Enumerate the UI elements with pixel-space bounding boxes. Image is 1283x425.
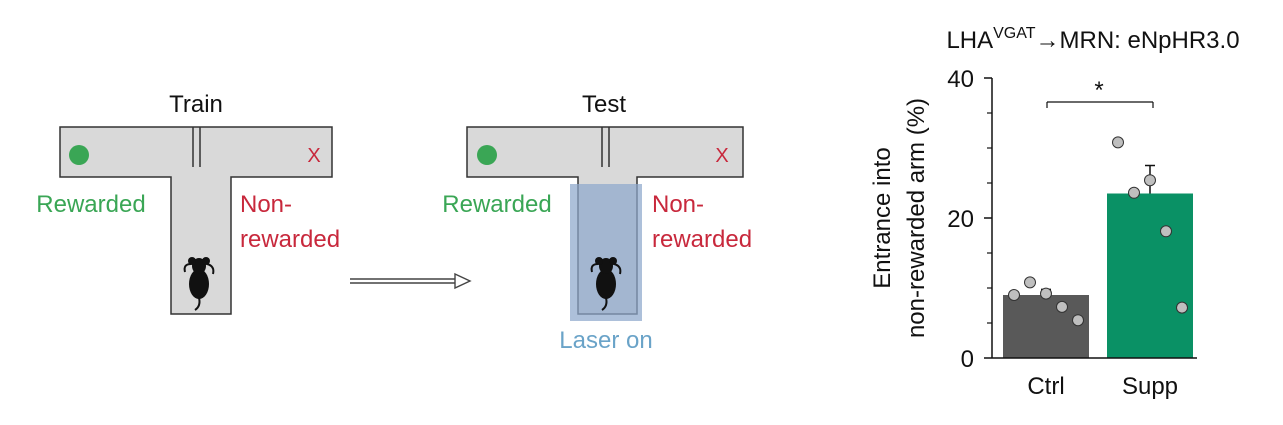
data-point-supp <box>1112 136 1124 149</box>
test-reward-dot <box>477 145 497 165</box>
bar-ctrl <box>1003 295 1089 358</box>
bar-chart: LHAVGAT→MRN: eNpHR3.0 Entrance into non-… <box>869 25 1240 400</box>
data-point-ctrl <box>1008 289 1020 301</box>
chart-title: LHAVGAT→MRN: eNpHR3.0 <box>946 25 1239 54</box>
y-tick-label: 40 <box>947 66 974 93</box>
data-point-supp <box>1144 174 1156 187</box>
data-point-supp <box>1176 301 1188 314</box>
data-point-ctrl <box>1072 314 1084 327</box>
y-tick-label: 0 <box>961 346 974 373</box>
test-nonrewarded-label-1: Non- <box>652 191 704 218</box>
data-point-ctrl <box>1024 276 1036 289</box>
x-category-label: Ctrl <box>1027 373 1064 400</box>
data-point-ctrl <box>1040 287 1052 300</box>
train-title: Train <box>169 91 223 118</box>
y-axis-label-line2: non-rewarded arm (%) <box>903 98 930 338</box>
y-tick-label: 20 <box>947 206 974 233</box>
train-panel: Train X Rewarded Non- rewarded <box>36 91 340 315</box>
train-nonrewarded-label-1: Non- <box>240 191 292 218</box>
train-rewarded-label: Rewarded <box>36 191 145 218</box>
test-rewarded-label: Rewarded <box>442 191 551 218</box>
train-x-mark: X <box>307 145 320 167</box>
test-title: Test <box>582 91 626 118</box>
laser-on-label: Laser on <box>559 327 652 354</box>
data-point-ctrl <box>1056 300 1068 313</box>
arrow <box>350 272 472 290</box>
train-nonrewarded-label-2: rewarded <box>240 226 340 253</box>
significance-star: * <box>1094 77 1103 104</box>
test-panel: Test X Rewarded Non- rewarded Laser on <box>442 91 752 354</box>
bar-supp <box>1107 193 1193 358</box>
train-reward-dot <box>69 145 89 165</box>
test-x-mark: X <box>715 145 728 167</box>
y-axis-label-line1: Entrance into <box>869 147 896 288</box>
train-maze <box>59 126 333 315</box>
y-axis-label: Entrance into non-rewarded arm (%) <box>869 98 930 338</box>
data-point-supp <box>1128 186 1140 199</box>
test-nonrewarded-label-2: rewarded <box>652 226 752 253</box>
x-category-label: Supp <box>1122 373 1178 400</box>
data-point-supp <box>1160 225 1172 238</box>
